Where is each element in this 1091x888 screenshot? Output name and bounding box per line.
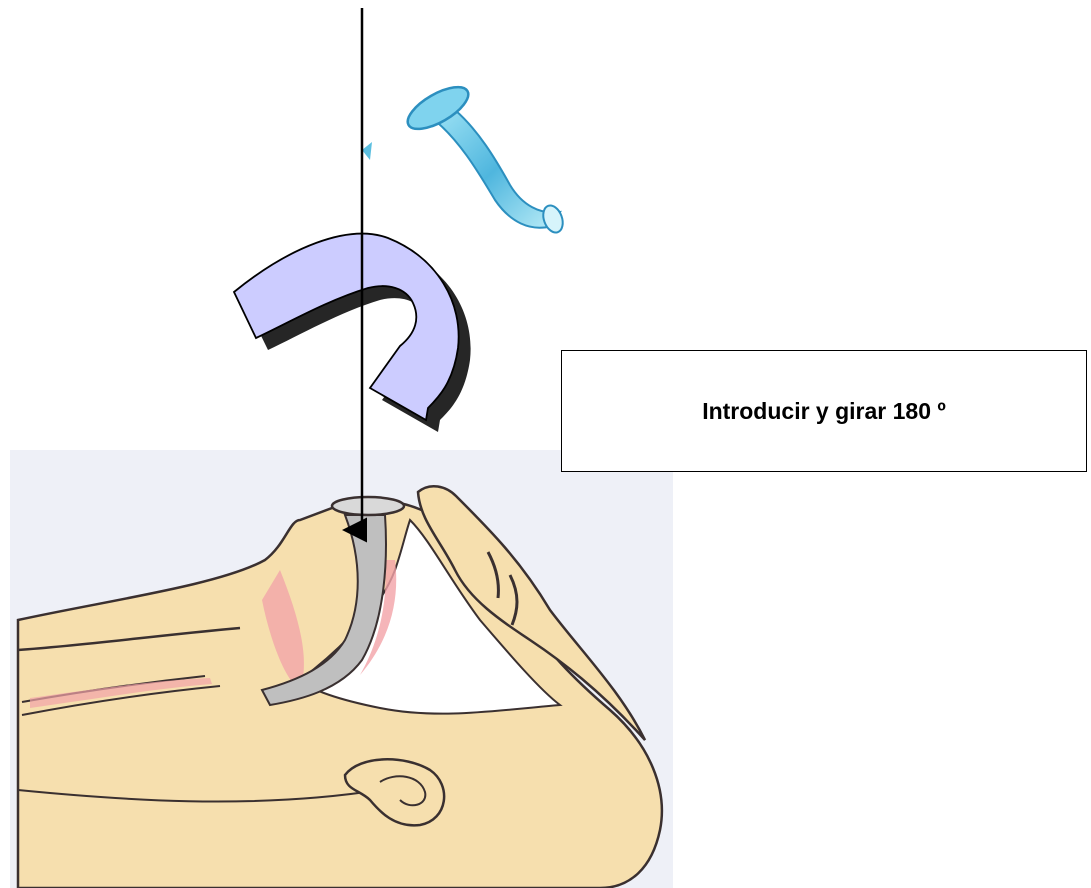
airway-flange — [332, 497, 404, 515]
guedel-airway-icon — [362, 79, 566, 235]
u-turn-arrow-icon — [234, 234, 459, 420]
instruction-box: Introducir y girar 180 º — [561, 350, 1087, 472]
head-illustration — [10, 450, 673, 888]
instruction-text: Introducir y girar 180 º — [702, 398, 946, 425]
